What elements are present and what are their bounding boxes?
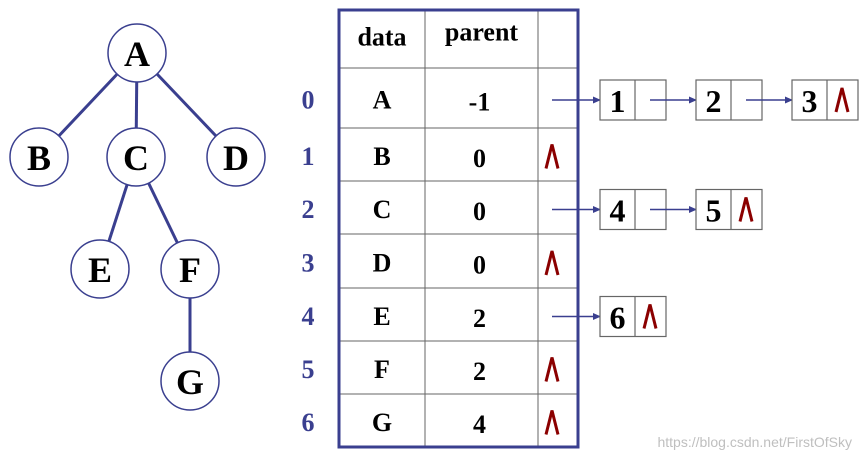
list-node-row-0-2-value: 3 <box>802 83 818 119</box>
tree-node-label-g: G <box>176 362 204 402</box>
null-pointer-row-5 <box>544 357 560 382</box>
list-node-row-0-0-value: 1 <box>610 83 626 119</box>
table-header-data: data <box>357 23 406 52</box>
tree-edge-c-f <box>147 182 179 244</box>
tree-edge-c-e <box>107 184 129 242</box>
null-pointer-row-1 <box>544 144 560 169</box>
row-index-3: 3 <box>302 249 315 278</box>
tree-node-label-d: D <box>223 138 249 178</box>
tree-node-a <box>107 23 167 83</box>
tree-nodes: A B C D E F G <box>9 23 266 411</box>
list-node-row-2-0-value: 4 <box>610 193 626 229</box>
tree-node-c <box>106 127 166 187</box>
row-index-4: 4 <box>302 302 315 331</box>
cell-parent-3: 0 <box>473 251 486 280</box>
row-index-2: 2 <box>302 195 315 224</box>
row-index-1: 1 <box>302 142 315 171</box>
cell-data-3: D <box>373 249 392 278</box>
cell-parent-2: 0 <box>473 197 486 226</box>
list-node-row-4-0 <box>599 295 667 338</box>
tree-node-label-f: F <box>179 250 201 290</box>
row-index-column: 0 1 2 3 4 5 6 <box>302 86 315 438</box>
list-node-row-0-1-value: 2 <box>706 83 722 119</box>
table-header-parent: parent <box>445 18 519 47</box>
cell-data-2: C <box>373 195 392 224</box>
list-node-row-0-2-null-pointer <box>834 87 850 113</box>
null-pointer-row-6 <box>544 410 560 435</box>
tree-node-e <box>70 239 130 299</box>
row-index-6: 6 <box>302 408 315 437</box>
list-node-row-2-1-null-pointer <box>738 197 754 222</box>
cell-data-1: B <box>373 142 390 171</box>
cell-data-0: A <box>373 86 392 115</box>
table-border <box>337 8 580 449</box>
tree-edges <box>57 72 218 352</box>
null-pointer-row-3 <box>544 250 560 276</box>
list-node-row-4-0-value: 6 <box>610 300 626 336</box>
tree-node-label-a: A <box>124 34 150 74</box>
cell-data-6: G <box>372 408 392 437</box>
tree-edge-a-b <box>57 73 119 137</box>
tree-node-f <box>160 239 220 299</box>
list-node-row-0-2 <box>791 79 859 121</box>
child-linked-lists: 1 2 3 4 5 6 <box>552 79 859 338</box>
cell-parent-1: 0 <box>473 144 486 173</box>
cell-parent-4: 2 <box>473 304 486 333</box>
list-node-row-4-0-null-pointer <box>642 304 658 329</box>
tree-node-g <box>160 351 220 411</box>
cell-data-4: E <box>373 302 390 331</box>
tree-edge-a-d <box>155 72 218 138</box>
tree-node-label-e: E <box>88 250 112 290</box>
row-index-0: 0 <box>302 86 315 115</box>
cell-parent-5: 2 <box>473 357 486 386</box>
watermark: https://blog.csdn.net/FirstOfSky <box>657 434 852 450</box>
tree-node-d <box>206 127 266 187</box>
tree-node-b <box>9 127 69 187</box>
tree-node-label-c: C <box>123 138 149 178</box>
row-index-5: 5 <box>302 355 315 384</box>
cell-parent-6: 4 <box>473 410 486 439</box>
cell-parent-0: -1 <box>469 88 491 117</box>
tree-node-label-b: B <box>27 138 51 178</box>
cell-data-5: F <box>374 355 390 384</box>
list-node-row-2-1-value: 5 <box>706 193 722 229</box>
list-node-row-2-1 <box>695 188 763 231</box>
